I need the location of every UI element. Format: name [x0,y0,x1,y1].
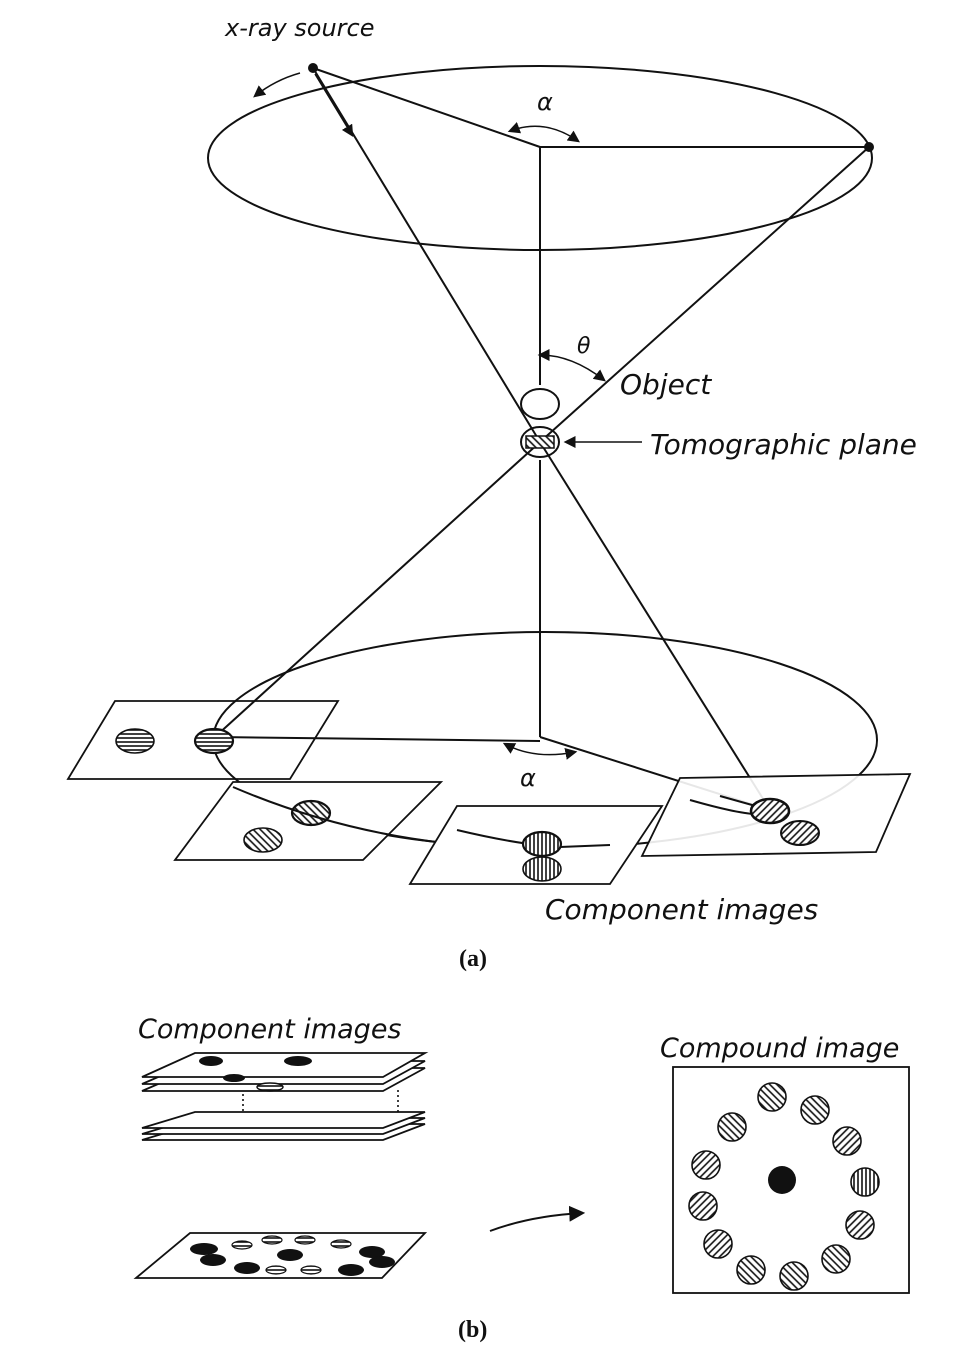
component-images-a-label: Component images [545,893,818,926]
composite-spot-5 [330,1239,352,1249]
tomographic-plane-object [520,426,560,458]
compound-disc-center [768,1166,796,1194]
source-radius-line [312,67,541,148]
bottom-left-radius [215,736,541,742]
tomographic-plane-label: Tomographic plane [650,428,917,461]
compound-disc-9 [703,1229,733,1259]
composite-spot-4 [294,1235,316,1245]
compound-disc-8 [736,1255,766,1285]
beam-right-lower [215,441,541,737]
caption-b: (b) [458,1317,487,1343]
combine-arrow [489,1205,586,1232]
compound-disc-12 [717,1112,747,1142]
alpha-top-label: α [537,88,553,116]
composite-spot-6 [359,1246,385,1258]
composite-spot-9 [300,1265,322,1275]
compound-disc-3 [832,1126,862,1156]
tomographic-slice-icon [525,435,555,449]
stack-spot-3 [223,1074,245,1082]
stack-plate-top [141,1052,429,1078]
plate1-spot-b [193,727,235,755]
composite-spot-center [277,1249,303,1261]
composite-spot-2 [231,1240,253,1250]
compound-disc-4 [850,1167,880,1197]
composite-spot-1 [190,1243,218,1255]
alpha-arc-bottom [502,742,578,760]
beam-left-upper [312,67,541,443]
compound-image-label: Compound image [660,1033,899,1064]
beam-direction-arrow [314,73,354,138]
stack-spot-4 [256,1082,284,1092]
composite-spot-3 [261,1235,283,1245]
composite-spot-11 [234,1262,260,1274]
component-images-b-label: Component images [138,1014,402,1045]
plate4-spot-a [749,797,791,825]
compound-disc-2 [800,1095,830,1125]
compound-ring [688,1082,880,1291]
compound-disc-6 [821,1244,851,1274]
compound-disc-11 [691,1150,721,1180]
xray-source-label: x-ray source [224,14,375,42]
plate2-spot-a [290,799,332,827]
theta-arc [537,349,606,382]
composite-spot-7 [369,1256,395,1268]
object-top [520,388,560,420]
panel-a: α x-ray source θ Object Tomographic plan… [66,14,917,972]
plate1-spot-a [115,728,155,754]
orbit-direction-arrow [253,72,301,98]
composite-spot-8 [338,1264,364,1276]
plate2-spot-b [243,827,283,853]
compound-disc-10 [688,1191,718,1221]
stack-lower-plate-1 [141,1111,426,1129]
plate3-spot-b [522,856,562,882]
beam-right-upper [539,146,870,443]
film-plate-1 [66,700,340,780]
alpha-arc-top [507,122,580,143]
beam-left-lower [539,441,771,811]
compound-disc-1 [757,1082,787,1112]
composite-spot-12 [200,1254,226,1266]
caption-a: (a) [459,946,487,972]
plate4-spot-b [780,820,820,846]
composite-spot-10 [265,1265,287,1275]
compound-disc-5 [845,1210,875,1240]
theta-label: θ [577,334,591,359]
stack-spot-1 [199,1056,223,1066]
alpha-bottom-label: α [520,764,536,792]
object-label: Object [620,368,712,401]
panel-b: Component images Compound [133,1014,910,1343]
stack-spot-2 [284,1056,312,1066]
compound-disc-7 [779,1261,809,1291]
plate3-spot-a [521,830,563,858]
